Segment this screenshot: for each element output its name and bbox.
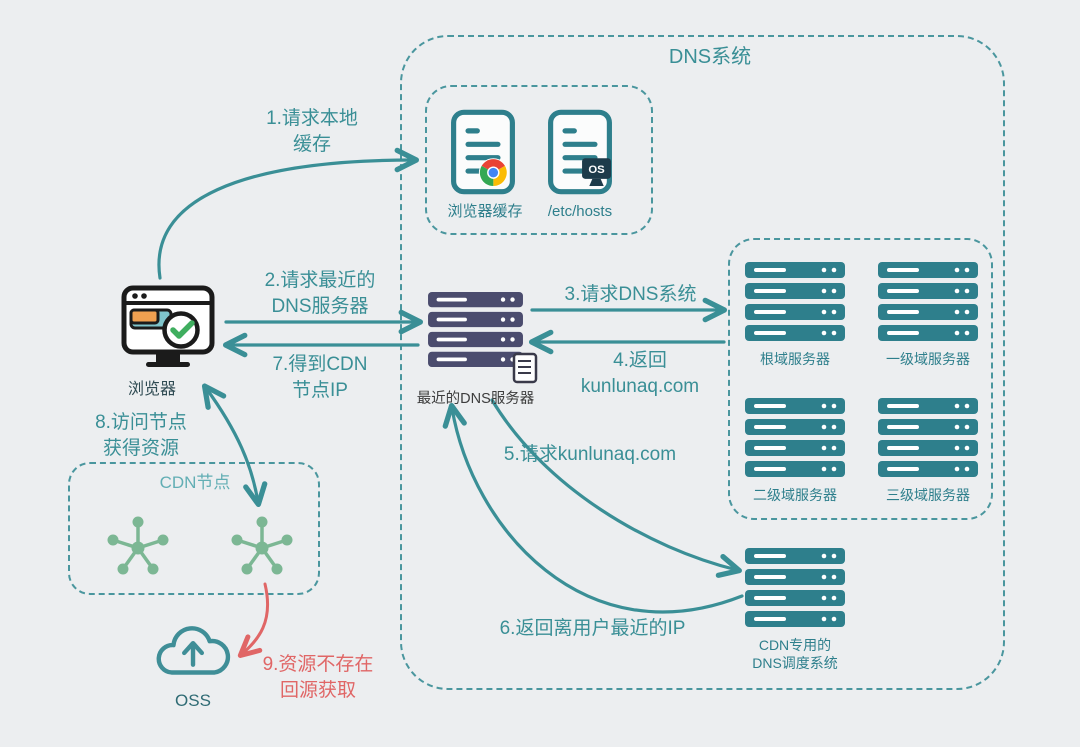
hosts-file-icon: OS (547, 108, 613, 196)
local-cache-box (425, 85, 653, 235)
dns-system-title: DNS系统 (668, 46, 752, 68)
cdn-node-title: CDN节点 (159, 473, 231, 492)
root-dns-server-icon (745, 262, 845, 341)
browser-label: 浏览器 (127, 381, 176, 398)
dns-system-box (400, 35, 1005, 690)
dns-record-document-icon (512, 352, 538, 384)
cdn-cluster-icon-2 (227, 510, 297, 580)
nearest-dns-server-icon (428, 292, 523, 367)
cdn-cluster-icon-1 (103, 510, 173, 580)
upload-arrow-icon (182, 640, 205, 667)
cdn-dns-scheduler-icon (745, 548, 845, 627)
hosts-file-label: /etc/hosts (547, 203, 613, 220)
browser-icon (121, 285, 215, 367)
nearest-dns-server-label: 最近的DNS服务器 (416, 391, 535, 407)
level1-dns-server-label: 一级域服务器 (886, 351, 970, 367)
root-dns-server-label: 根域服务器 (760, 351, 830, 367)
step7-label: 7.得到CDN 节点IP (272, 354, 368, 401)
level2-dns-server-label: 二级域服务器 (753, 487, 837, 503)
cdn-dns-scheduler-label: CDN专用的 DNS调度系统 (752, 637, 838, 672)
level3-dns-server-icon (878, 398, 978, 477)
step9-label: 9.资源不存在 回源获取 (262, 654, 374, 701)
os-badge-text: OS (588, 164, 605, 176)
step5-label: 5.请求kunlunaq.com (503, 444, 677, 465)
chrome-icon (478, 158, 508, 188)
level3-dns-server-label: 三级域服务器 (886, 487, 970, 503)
level1-dns-server-icon (878, 262, 978, 341)
browser-cache-icon (450, 108, 516, 196)
step1-label: 1.请求本地 缓存 (266, 108, 358, 155)
step6-label: 6.返回离用户最近的IP (499, 618, 686, 639)
oss-cloud-icon (156, 626, 231, 675)
os-monitor-icon: OS (582, 158, 611, 187)
cdn-node-box (68, 462, 320, 595)
oss-label: OSS (175, 691, 211, 710)
arrow-step1 (157, 147, 420, 280)
browser-cache-label: 浏览器缓存 (447, 203, 523, 220)
step8-label: 8.访问节点 获得资源 (95, 412, 187, 459)
step4-label: 4.返回 kunlunaq.com (580, 350, 700, 397)
step3-label: 3.请求DNS系统 (564, 284, 697, 305)
level2-dns-server-icon (745, 398, 845, 477)
root-servers-box (728, 238, 993, 520)
step2-label: 2.请求最近的 DNS服务器 (264, 270, 376, 317)
